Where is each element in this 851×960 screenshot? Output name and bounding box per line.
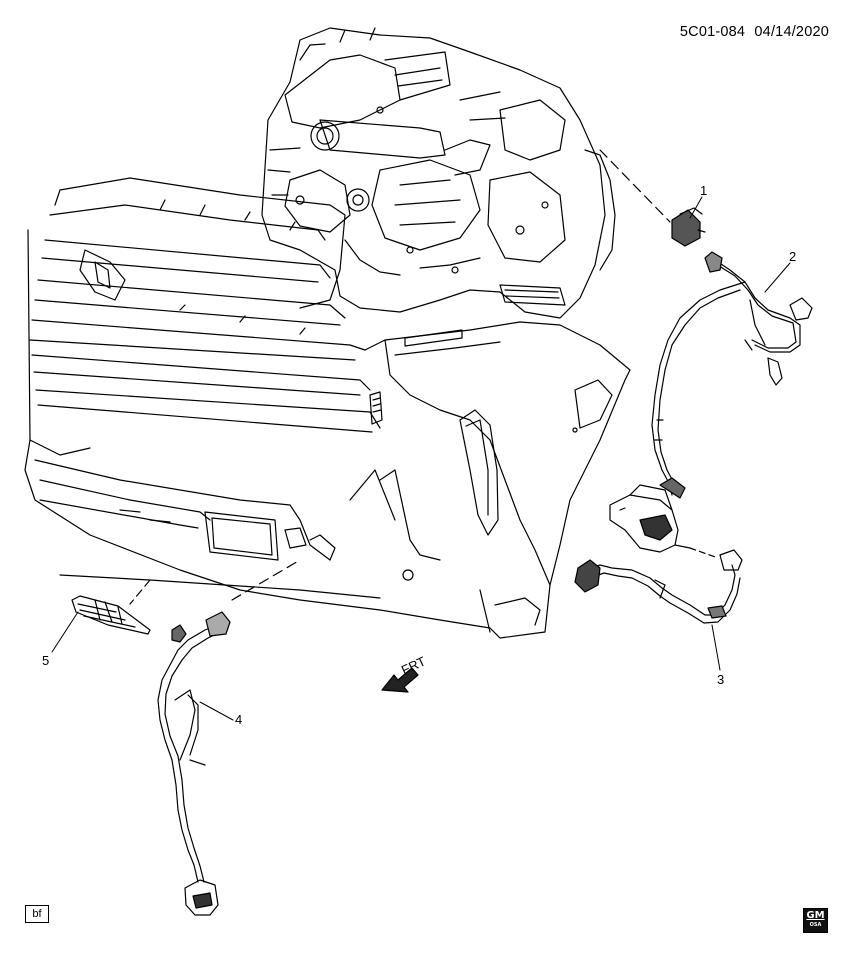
front-grille: [27, 177, 381, 456]
callout-leaders: [51, 196, 791, 721]
callout-2: 2: [789, 249, 796, 264]
diagram-date: 04/14/2020: [754, 24, 829, 40]
part-5-grille-insert: [71, 579, 151, 635]
callout-4: 4: [235, 712, 242, 727]
diagram-id: 5C01-084: [679, 24, 746, 40]
part-3-harness: [574, 547, 743, 624]
gm-logo: GM OSA: [803, 908, 828, 933]
callout-labels: 1 2 3 4 5: [42, 183, 796, 727]
part-2-harness: [651, 251, 813, 496]
callout-3: 3: [717, 672, 724, 687]
callout-1: 1: [700, 183, 707, 198]
part-1-sensor: [599, 149, 706, 247]
direction-indicator: FRT: [381, 654, 428, 693]
engine-assembly: [261, 27, 616, 319]
arrow-front-icon: [381, 667, 419, 693]
sensor-bracket: [609, 477, 691, 553]
diagram-header: 5C01-084 04/14/2020: [680, 24, 829, 40]
part-4-cable: [157, 559, 301, 916]
bf-tag: bf: [25, 905, 49, 923]
callout-5: 5: [42, 653, 49, 668]
gm-logo-sub: OSA: [809, 922, 822, 928]
gm-logo-text: GM: [806, 910, 825, 921]
front-bumper-fascia: [24, 321, 631, 639]
